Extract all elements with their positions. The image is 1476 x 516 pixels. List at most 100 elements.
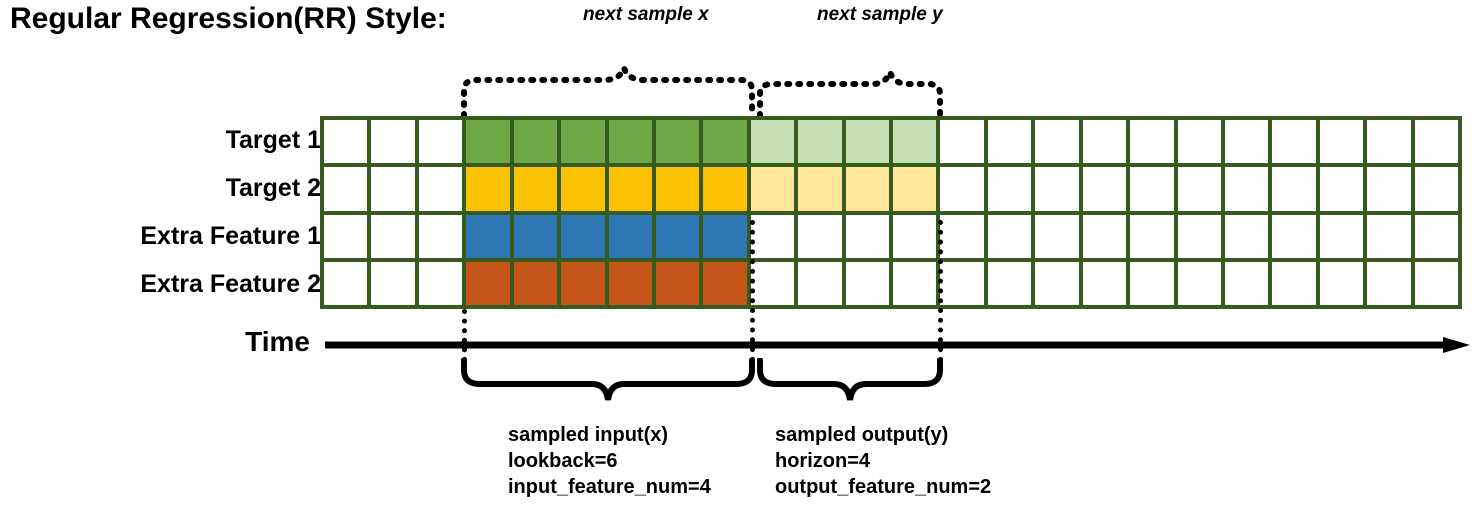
grid-cell bbox=[466, 261, 510, 305]
timeseries-grid bbox=[320, 116, 1462, 309]
guide-input-start bbox=[462, 309, 467, 362]
grid-cell bbox=[845, 261, 890, 305]
row-label-target-1: Target 1 bbox=[225, 126, 321, 154]
grid-cell bbox=[750, 214, 795, 258]
grid-cell bbox=[987, 167, 1032, 211]
grid-cell bbox=[1367, 167, 1411, 211]
grid-cell bbox=[703, 214, 747, 258]
grid-cell bbox=[418, 214, 463, 258]
grid-cell bbox=[750, 167, 795, 211]
grid-cell bbox=[845, 120, 890, 164]
caption-next-sample-y: next sample y bbox=[817, 4, 943, 25]
grid-cell bbox=[1319, 120, 1364, 164]
caption-next-sample-x: next sample x bbox=[583, 4, 709, 25]
grid-cell bbox=[324, 167, 368, 211]
grid-row bbox=[324, 214, 1459, 258]
grid-cell bbox=[1130, 120, 1174, 164]
grid-cell bbox=[798, 214, 842, 258]
grid-cell bbox=[987, 261, 1032, 305]
grid-cell bbox=[1035, 261, 1079, 305]
row-label-extra-feature-1: Extra Feature 1 bbox=[140, 222, 321, 250]
page-title: Regular Regression(RR) Style: bbox=[10, 2, 447, 35]
grid-cell bbox=[1272, 120, 1316, 164]
grid-cell bbox=[893, 261, 937, 305]
grid-cell bbox=[845, 167, 890, 211]
grid-cell bbox=[1130, 167, 1174, 211]
grid-cell bbox=[324, 120, 368, 164]
annotation-input-line-3: input_feature_num=4 bbox=[508, 476, 711, 498]
grid-cell bbox=[466, 120, 510, 164]
grid-cell bbox=[1177, 261, 1222, 305]
grid-cell bbox=[561, 214, 605, 258]
grid-cell bbox=[798, 167, 842, 211]
annotation-input-line-1: sampled input(x) bbox=[508, 424, 669, 446]
grid-cell bbox=[561, 120, 605, 164]
grid-cell bbox=[1225, 120, 1269, 164]
guide-output-end bbox=[938, 220, 943, 362]
grid-cell bbox=[940, 167, 984, 211]
annotation-input-line-2: lookback=6 bbox=[508, 450, 618, 472]
grid-cell bbox=[1035, 120, 1079, 164]
grid-cell bbox=[1272, 214, 1316, 258]
grid-cell bbox=[1035, 214, 1079, 258]
grid-cell bbox=[987, 214, 1032, 258]
grid-cell bbox=[513, 167, 558, 211]
grid-cell bbox=[466, 167, 510, 211]
grid-cell bbox=[987, 120, 1032, 164]
grid-cell bbox=[1367, 120, 1411, 164]
grid-cell bbox=[1414, 120, 1459, 164]
grid-cell bbox=[703, 120, 747, 164]
grid-cell bbox=[324, 214, 368, 258]
grid-cell bbox=[1082, 214, 1127, 258]
grid-row bbox=[324, 167, 1459, 211]
grid-cell bbox=[1130, 214, 1174, 258]
time-axis-arrow bbox=[325, 337, 1470, 353]
grid-cell bbox=[798, 120, 842, 164]
grid-cell bbox=[608, 120, 652, 164]
grid-cell bbox=[1272, 261, 1316, 305]
grid-cell bbox=[1367, 261, 1411, 305]
grid-cell bbox=[940, 261, 984, 305]
grid-cell bbox=[1319, 214, 1364, 258]
grid-cell bbox=[750, 261, 795, 305]
time-axis-label: Time bbox=[245, 326, 310, 357]
grid-cell bbox=[1319, 167, 1364, 211]
grid-cell bbox=[608, 214, 652, 258]
grid-cell bbox=[371, 167, 415, 211]
grid-cell bbox=[893, 167, 937, 211]
grid-cell bbox=[750, 120, 795, 164]
annotation-sampled-input: sampled input(x) lookback=6 input_featur… bbox=[508, 422, 711, 500]
grid-cell bbox=[466, 214, 510, 258]
annotation-sampled-output: sampled output(y) horizon=4 output_featu… bbox=[775, 422, 991, 500]
grid-cell bbox=[1035, 167, 1079, 211]
grid-cell bbox=[1177, 214, 1222, 258]
grid-cell bbox=[655, 214, 700, 258]
grid-cell bbox=[371, 261, 415, 305]
bottom-solid-braces bbox=[461, 358, 943, 401]
annotation-output-line-1: sampled output(y) bbox=[775, 424, 949, 446]
grid-cell bbox=[1414, 167, 1459, 211]
grid-cell bbox=[1225, 261, 1269, 305]
row-label-target-2: Target 2 bbox=[225, 174, 321, 202]
grid-cell bbox=[561, 261, 605, 305]
grid-cell bbox=[845, 214, 890, 258]
top-dotted-braces bbox=[461, 58, 943, 119]
grid-cell bbox=[1319, 261, 1364, 305]
grid-cell bbox=[608, 167, 652, 211]
grid-cell bbox=[1082, 261, 1127, 305]
grid-cell bbox=[513, 261, 558, 305]
grid-cell bbox=[703, 167, 747, 211]
grid-cell bbox=[655, 167, 700, 211]
guide-input-end bbox=[750, 220, 755, 362]
grid-row bbox=[324, 261, 1459, 305]
grid-cell bbox=[418, 261, 463, 305]
grid-cell bbox=[371, 214, 415, 258]
grid-cell bbox=[418, 167, 463, 211]
grid-cell bbox=[1414, 214, 1459, 258]
grid-cell bbox=[1225, 214, 1269, 258]
grid-cell bbox=[703, 261, 747, 305]
grid-cell bbox=[1272, 167, 1316, 211]
grid-cell bbox=[1177, 167, 1222, 211]
grid-cell bbox=[655, 261, 700, 305]
